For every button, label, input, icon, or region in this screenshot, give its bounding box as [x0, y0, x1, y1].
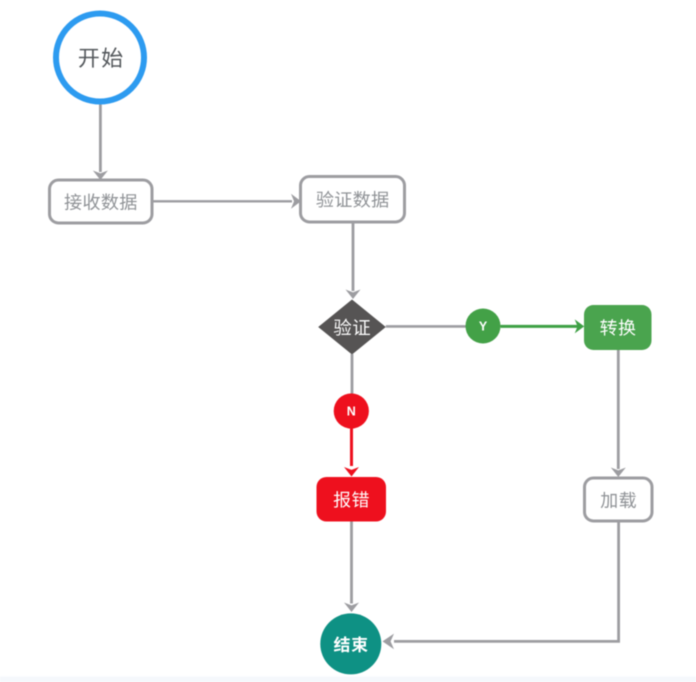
svg-text:Y: Y [479, 320, 488, 334]
svg-text:N: N [347, 405, 356, 419]
